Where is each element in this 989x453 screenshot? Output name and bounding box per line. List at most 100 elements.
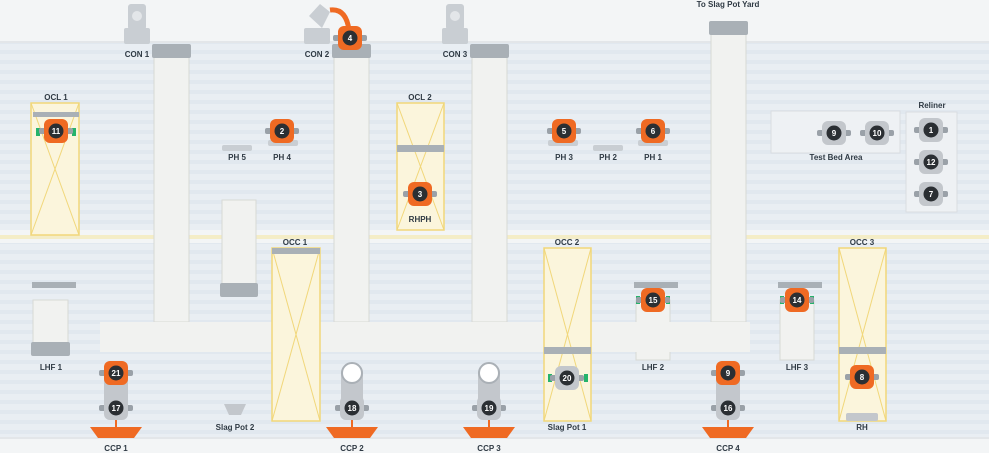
rhph-label: RHPH: [408, 215, 432, 224]
ladle-badge: [720, 400, 736, 416]
con-1-label: CON 1: [124, 50, 150, 59]
ladle-rh[interactable]: 8: [845, 365, 879, 389]
ladle-badge: [826, 125, 842, 141]
ladle-ccp-4-upper[interactable]: 9: [711, 361, 745, 385]
crane-tracks: [32, 21, 815, 361]
ladle-number: 5: [562, 127, 567, 136]
ccp-1-label: CCP 1: [104, 444, 128, 453]
rh-vessel: [846, 413, 878, 421]
crane-beams: [31, 21, 748, 356]
ladle-number: 18: [348, 404, 357, 413]
ladle-badge: [869, 125, 885, 141]
ladle-number: 17: [112, 404, 121, 413]
ladle-ocl-1[interactable]: 11: [39, 119, 73, 143]
ladle-test-bed-1[interactable]: 9: [817, 121, 851, 145]
ph-3-label: PH 3: [555, 153, 573, 162]
ccp-casters: [90, 427, 754, 438]
ph-1-label: PH 1: [644, 153, 662, 162]
ladle-number: 9: [832, 129, 837, 138]
ladle-number: 9: [726, 369, 731, 378]
slag-pot-2-label: Slag Pot 2: [215, 423, 255, 432]
ladle-badge: [923, 122, 939, 138]
con-2-label: CON 2: [304, 50, 330, 59]
ladle-badge: [342, 30, 358, 46]
ladle-badge: [412, 186, 428, 202]
con-3-label: CON 3: [442, 50, 468, 59]
ladle-ph-3[interactable]: 5: [547, 119, 581, 143]
ladle-reliner-2[interactable]: 12: [914, 150, 948, 174]
ladle-rhph[interactable]: 3: [403, 182, 437, 206]
ladle-badge: [48, 123, 64, 139]
ladle-number: 21: [112, 369, 121, 378]
ladle-badge: [344, 400, 360, 416]
ladle-ccp-1-upper[interactable]: 21: [99, 361, 133, 385]
ladle-badge: [720, 365, 736, 381]
slag-pot-yard-label: To Slag Pot Yard: [696, 0, 760, 9]
ph-4-label: PH 4: [273, 153, 291, 162]
ladle-ccp-3[interactable]: 19: [472, 396, 506, 420]
ladle-badge: [556, 123, 572, 139]
ladle-badge: [645, 123, 661, 139]
ladle-test-bed-2[interactable]: 10: [860, 121, 894, 145]
ladle-badge: [108, 400, 124, 416]
reliner-label: Reliner: [918, 101, 946, 110]
ladle-number: 6: [651, 127, 656, 136]
ph-2-label: PH 2: [599, 153, 617, 162]
zone-beams: [32, 112, 886, 354]
occ-3-label: OCC 3: [849, 238, 875, 247]
ladle-con-2[interactable]: 4: [333, 26, 367, 50]
ladle-number: 1: [929, 126, 934, 135]
ladle-badge: [481, 400, 497, 416]
ccp-4-label: CCP 4: [716, 444, 740, 453]
slag-pot-2-gfx: [224, 404, 246, 415]
ladle-badge: [108, 365, 124, 381]
ladle-number: 4: [348, 34, 353, 43]
ladle-number: 3: [418, 190, 423, 199]
ladle-number: 14: [793, 296, 802, 305]
ladle-ccp-2[interactable]: 18: [335, 396, 369, 420]
ocl-1-label: OCL 1: [44, 93, 68, 102]
ladle-badge: [645, 292, 661, 308]
ocl-2-label: OCL 2: [408, 93, 432, 102]
ladle-badge: [789, 292, 805, 308]
lhf-3-label: LHF 3: [785, 363, 809, 372]
ladle-number: 16: [724, 404, 733, 413]
ladle-reliner-3[interactable]: 7: [914, 182, 948, 206]
occ-1-label: OCC 1: [282, 238, 308, 247]
ladle-ccp-4-lower[interactable]: 16: [711, 396, 745, 420]
ccp-3-label: CCP 3: [477, 444, 501, 453]
slag-pot-1-label: Slag Pot 1: [547, 423, 587, 432]
occ-2-label: OCC 2: [554, 238, 580, 247]
ladle-number: 7: [929, 190, 934, 199]
ccp-2-label: CCP 2: [340, 444, 364, 453]
lhf-1-label: LHF 1: [39, 363, 63, 372]
ladle-reliner-1[interactable]: 1: [914, 118, 948, 142]
ladle-number: 10: [873, 129, 882, 138]
ladle-number: 12: [927, 158, 936, 167]
ladle-number: 20: [563, 374, 572, 383]
ladle-number: 2: [280, 127, 285, 136]
ladle-badge: [923, 186, 939, 202]
rh-label: RH: [856, 423, 868, 432]
lhf-2-label: LHF 2: [641, 363, 665, 372]
ladle-badge: [559, 370, 575, 386]
ladle-badge: [923, 154, 939, 170]
ladle-number: 8: [860, 373, 865, 382]
ladle-number: 19: [485, 404, 494, 413]
test-bed-label: Test Bed Area: [809, 153, 863, 162]
ladle-badge: [274, 123, 290, 139]
ph-5-label: PH 5: [228, 153, 246, 162]
ladle-ccp-1-lower[interactable]: 17: [99, 396, 133, 420]
ladle-badge: [854, 369, 870, 385]
ladle-number: 15: [649, 296, 658, 305]
ladle-slag-pot-1[interactable]: 20: [550, 366, 584, 390]
ladle-number: 11: [52, 127, 61, 136]
converters-gfx: [124, 4, 468, 44]
ladle-lhf-3[interactable]: 14: [780, 288, 814, 312]
ladle-ph-1[interactable]: 6: [636, 119, 670, 143]
zone-crosses: [30, 102, 887, 422]
ladle-ph-4[interactable]: 2: [265, 119, 299, 143]
ladle-lhf-2[interactable]: 15: [636, 288, 670, 312]
